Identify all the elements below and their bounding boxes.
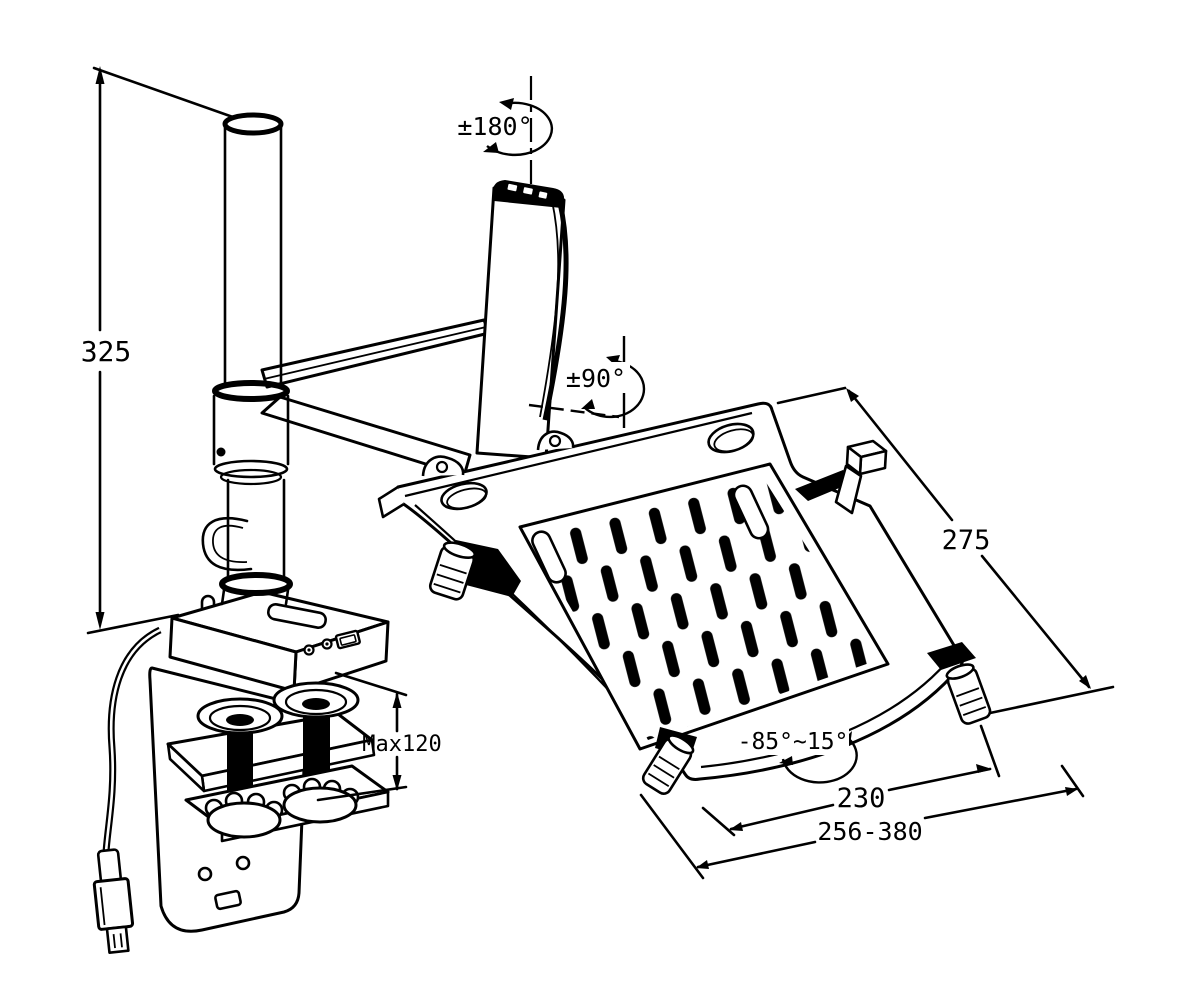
forearm-upright: [475, 179, 569, 460]
annotation-tilt-range: -85°~15°: [737, 727, 858, 784]
corner-clip-top-right: [795, 439, 888, 515]
pole-base: [219, 572, 293, 606]
clamp-head: [168, 590, 390, 693]
dimension-tray-depth: 275: [776, 386, 1115, 715]
wing-knob-left: [204, 791, 284, 839]
usb-cable: [102, 626, 162, 853]
usb-port-icon: [334, 629, 361, 650]
dimension-clamp-capacity: Max120: [316, 671, 442, 802]
usb-plug: [92, 848, 135, 954]
annotation-rotation-top: ±180°: [457, 76, 554, 184]
dimension-tray-width: 230: [701, 724, 1001, 837]
clamp-capacity-label: Max120: [362, 732, 441, 757]
tilt-range-label: -85°~15°: [738, 729, 849, 755]
dimension-pole-height: 325: [81, 66, 249, 635]
corner-clip-bottom: [641, 727, 697, 795]
dimension-tray-width-range: 256-380: [639, 764, 1085, 880]
mount-ears: [421, 430, 575, 477]
corner-clip-left: [428, 540, 521, 601]
rotation-top-label: ±180°: [457, 112, 532, 141]
pole: [201, 112, 290, 579]
tray-depth-label: 275: [942, 525, 991, 556]
port-icons: [303, 629, 361, 656]
cable-clip: [201, 516, 253, 572]
tray-width-range-label: 256-380: [817, 817, 922, 846]
swivel-arm: [260, 318, 491, 478]
clamp-knob-front: [196, 697, 284, 735]
grip-hole-right: [707, 422, 755, 454]
grip-hole-left: [440, 481, 488, 511]
corner-clip-right: [927, 642, 992, 725]
tray-width-label: 230: [837, 783, 886, 814]
rotation-arm-label: ±90°: [566, 364, 626, 393]
annotation-rotation-arm: ±90°: [528, 336, 646, 428]
clamp-knob-rear: [272, 681, 360, 719]
pole-height-label: 325: [81, 335, 132, 368]
laptop-tray: [377, 401, 964, 781]
